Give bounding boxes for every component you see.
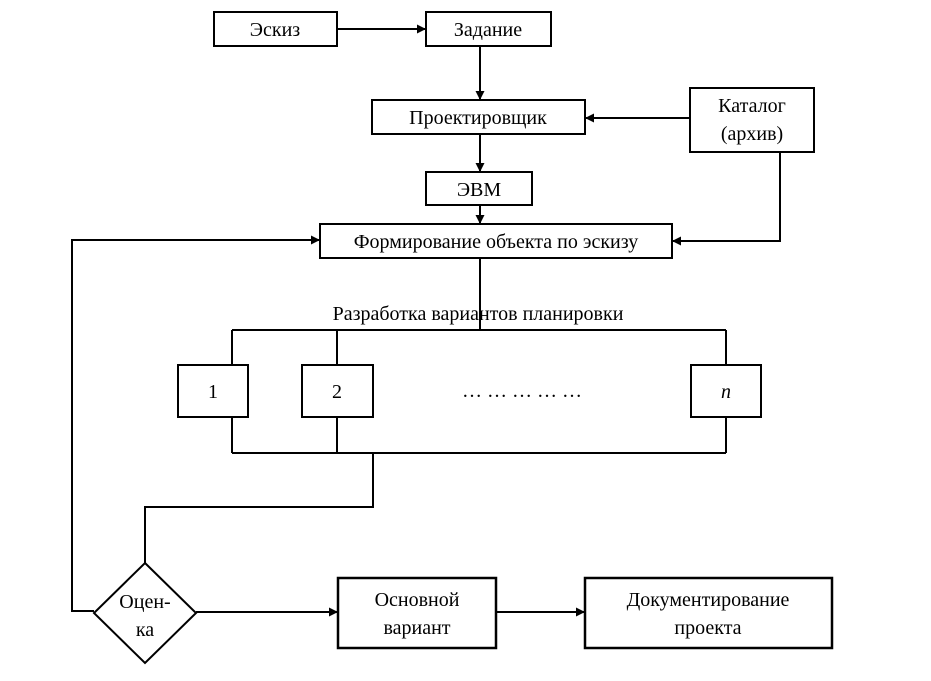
- computer-node: ЭВМ: [425, 171, 533, 206]
- variants-to-evaluation-line: [144, 453, 374, 563]
- variant-2-node: 2: [301, 364, 374, 418]
- sketch-node: Эскиз: [213, 11, 338, 47]
- documentation-label-line2: проекта: [674, 617, 741, 639]
- formation-label: Формирование объекта по эскизу: [354, 231, 638, 253]
- documentation-label-line1: Документирование: [627, 589, 790, 611]
- main-variant-node: Основной вариант: [336, 576, 498, 650]
- designer-node: Проектировщик: [371, 99, 586, 135]
- variant-ellipsis: … … … … …: [462, 380, 582, 402]
- catalog-to-formation-arrow: [672, 152, 781, 246]
- designer-label: Проектировщик: [409, 107, 547, 129]
- task-label: Задание: [454, 19, 522, 41]
- variant-n-node: n: [690, 364, 762, 418]
- formation-node: Формирование объекта по эскизу: [319, 223, 673, 259]
- evaluation-feedback-arrow: [71, 235, 320, 612]
- variants-title: Разработка вариантов планировки: [333, 303, 624, 325]
- computer-label: ЭВМ: [457, 179, 502, 201]
- sketch-label: Эскиз: [250, 19, 301, 41]
- variant-n-label: n: [721, 381, 731, 403]
- documentation-node: Документирование проекта: [583, 576, 834, 650]
- variant-1-node: 1: [177, 364, 249, 418]
- catalog-label-line2: (архив): [721, 123, 783, 145]
- evaluation-label-line1: Оцен-: [119, 591, 170, 613]
- catalog-label-line1: Каталог: [718, 95, 786, 117]
- evaluation-label-line2: ка: [136, 619, 154, 641]
- evaluation-decision: Оцен- ка: [92, 561, 198, 665]
- task-node: Задание: [425, 11, 552, 47]
- variant-1-label: 1: [208, 381, 218, 403]
- main-variant-label-line1: Основной: [375, 589, 460, 611]
- main-variant-label-line2: вариант: [383, 617, 450, 639]
- variant-2-label: 2: [332, 381, 342, 403]
- catalog-node: Каталог (архив): [689, 87, 815, 153]
